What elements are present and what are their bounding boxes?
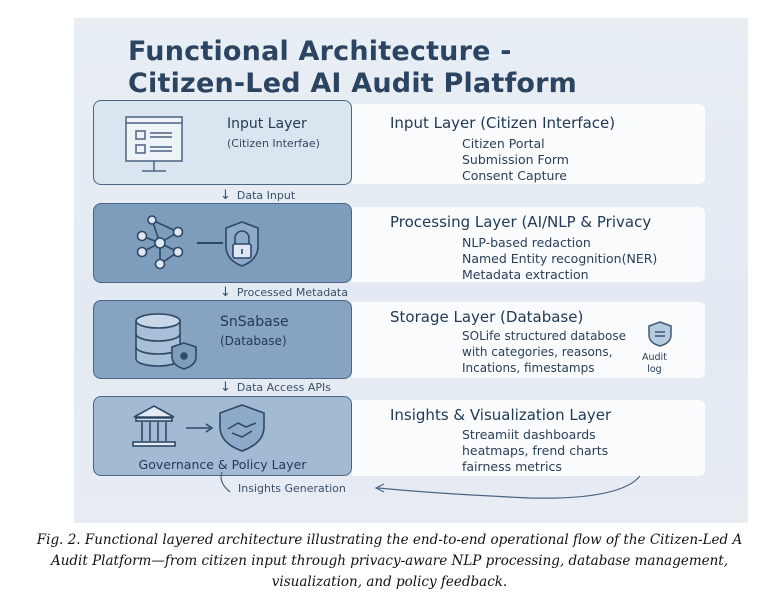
input-layer-label: Input Layer (227, 116, 307, 132)
arrow-down-icon: ↓ (220, 380, 231, 395)
network-lock-icon (136, 215, 259, 270)
database-shield-icon (135, 313, 197, 370)
governance-layer-box: Governance & Policy Layer (93, 396, 352, 476)
storage-layer-details: Storage Layer (Database) SOLife structur… (352, 302, 705, 378)
audit-shield-icon (648, 321, 672, 347)
flow-data-input: ↓Data Input (220, 188, 296, 203)
database-sublabel: (Database) (220, 334, 287, 348)
flow-processed-metadata: ↓Processed Metadata (220, 285, 348, 300)
diagram-title: Functional Architecture -Citizen-Led AI … (128, 36, 577, 99)
flow-insights-generation: Insights Generation (238, 482, 346, 495)
processing-layer-box (93, 203, 352, 283)
governance-layer-label: Governance & Policy Layer (138, 457, 307, 472)
storage-layer-heading: Storage Layer (Database) (390, 308, 584, 326)
feedback-arrow (220, 471, 641, 499)
insights-layer-details: Insights & Visualization Layer Streamiit… (352, 400, 705, 476)
monitor-form-icon (125, 116, 183, 172)
arrow-down-icon: ↓ (220, 285, 231, 300)
processing-layer-heading: Processing Layer (AI/NLP & Privacy (390, 213, 652, 231)
input-layer-details: Input Layer (Citizen Interface) Citizen … (352, 104, 705, 184)
insights-layer-heading: Insights & Visualization Layer (390, 406, 612, 424)
arrow-down-icon: ↓ (220, 188, 231, 203)
input-layer-heading: Input Layer (Citizen Interface) (390, 114, 616, 132)
input-layer-box: Input Layer (Citizen Interfae) (93, 100, 352, 185)
processing-layer-details: Processing Layer (AI/NLP & Privacy NLP-b… (352, 207, 705, 282)
flow-data-access-apis: ↓Data Access APIs (220, 380, 331, 395)
input-layer-sublabel: (Citizen Interfae) (227, 137, 320, 150)
database-label: SnSabase (220, 314, 289, 330)
government-handshake-icon (132, 404, 265, 452)
figure-caption: Fig. 2. Functional layered architecture … (36, 532, 743, 590)
storage-layer-box: SnSabase (Database) (93, 300, 352, 379)
